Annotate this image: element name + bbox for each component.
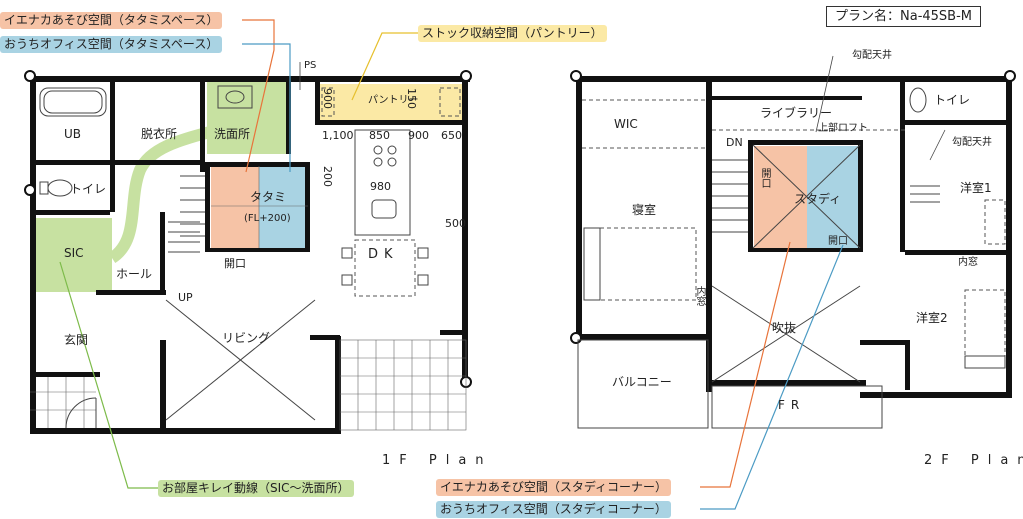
tatami-orange-zone [211, 166, 259, 248]
tatami-blue-zone [259, 166, 308, 248]
room-yoshitsu1: 洋室1 [960, 181, 992, 195]
room-balcony: バルコニー [612, 375, 672, 389]
room-upper-loft: 上部ロフト [818, 123, 868, 134]
room-library: ライブラリー [760, 106, 833, 120]
dim-150: 150 [405, 88, 418, 109]
room-genkan: 玄関 [64, 333, 89, 347]
room-uchimado: 内窓 [958, 257, 978, 268]
plan-name-box: プラン名：Na-45SB-M [826, 6, 982, 27]
callout-clean-flow: お部屋キレイ動線（SIC～洗面所） [158, 480, 354, 497]
study-blue-zone [807, 146, 860, 248]
callout-play-tatami: イエナカあそび空間（タタミスペース） [0, 12, 223, 29]
room-fukinuke: 吹抜 [772, 321, 797, 335]
room-living: リビング [222, 331, 271, 345]
callout-play-study: イエナカあそび空間（スタディコーナー） [436, 479, 672, 496]
room-study: スタディ [794, 192, 842, 206]
room-kaiko-1f: 開口 [224, 257, 246, 270]
senmenjo-green-zone [207, 82, 287, 154]
room-kaiko-2f-1: 開口 [759, 168, 770, 188]
sic-green-zone [36, 218, 112, 292]
callout-office-study: おうちオフィス空間（スタディコーナー） [436, 501, 671, 518]
floor2-caption: 2F Plan [924, 453, 1023, 468]
room-slope-2: 勾配天井 [952, 137, 992, 148]
room-datsuijo: 脱衣所 [141, 127, 178, 141]
room-uchimado-2: 内窓 [694, 286, 705, 306]
room-wic: WIC [614, 117, 638, 131]
dim-850: 850 [369, 129, 390, 142]
callout-office-tatami: おうちオフィス空間（タタミスペース） [0, 36, 223, 53]
room-sic: SIC [64, 246, 84, 260]
dim-200: 200 [321, 166, 334, 187]
dim-1100: 1,100 [322, 129, 354, 142]
room-tatami: タタミ [250, 190, 287, 204]
dim-500: 500 [445, 217, 466, 230]
dim-980: 980 [370, 180, 391, 193]
room-senmenjo: 洗面所 [214, 127, 251, 141]
study-orange-zone [754, 146, 807, 248]
room-yoshitsu2: 洋室2 [916, 311, 948, 325]
room-ub: UB [64, 127, 82, 141]
room-ps: PS [304, 60, 317, 71]
floor1-details [30, 85, 467, 431]
room-pantry: パントリー [368, 95, 419, 106]
room-dk: DK [368, 247, 399, 262]
floor1-caption: 1F Plan [382, 453, 493, 468]
room-slope-1: 勾配天井 [852, 50, 892, 61]
room-up: UP [178, 291, 193, 304]
room-toilet-1f: トイレ [70, 182, 107, 196]
room-hall: ホール [116, 267, 153, 281]
pantry-yellow-zone [318, 84, 462, 120]
floor2-details [577, 87, 1006, 429]
room-fr: FR [778, 398, 806, 412]
room-dn: DN [726, 136, 743, 149]
dim-900: 900 [321, 88, 334, 109]
room-tatami-fl: (FL+200) [244, 213, 291, 224]
dim-900b: 900 [408, 129, 429, 142]
green-flow-path [108, 126, 212, 264]
callout-leaders [59, 19, 946, 510]
room-kaiko-2f-2: 開口 [828, 236, 848, 247]
room-shinshitsu: 寝室 [632, 203, 657, 217]
callout-pantry: ストック収納空間（パントリー） [418, 25, 607, 42]
room-toilet-2f: トイレ [934, 93, 971, 107]
dim-650: 650 [441, 129, 462, 142]
